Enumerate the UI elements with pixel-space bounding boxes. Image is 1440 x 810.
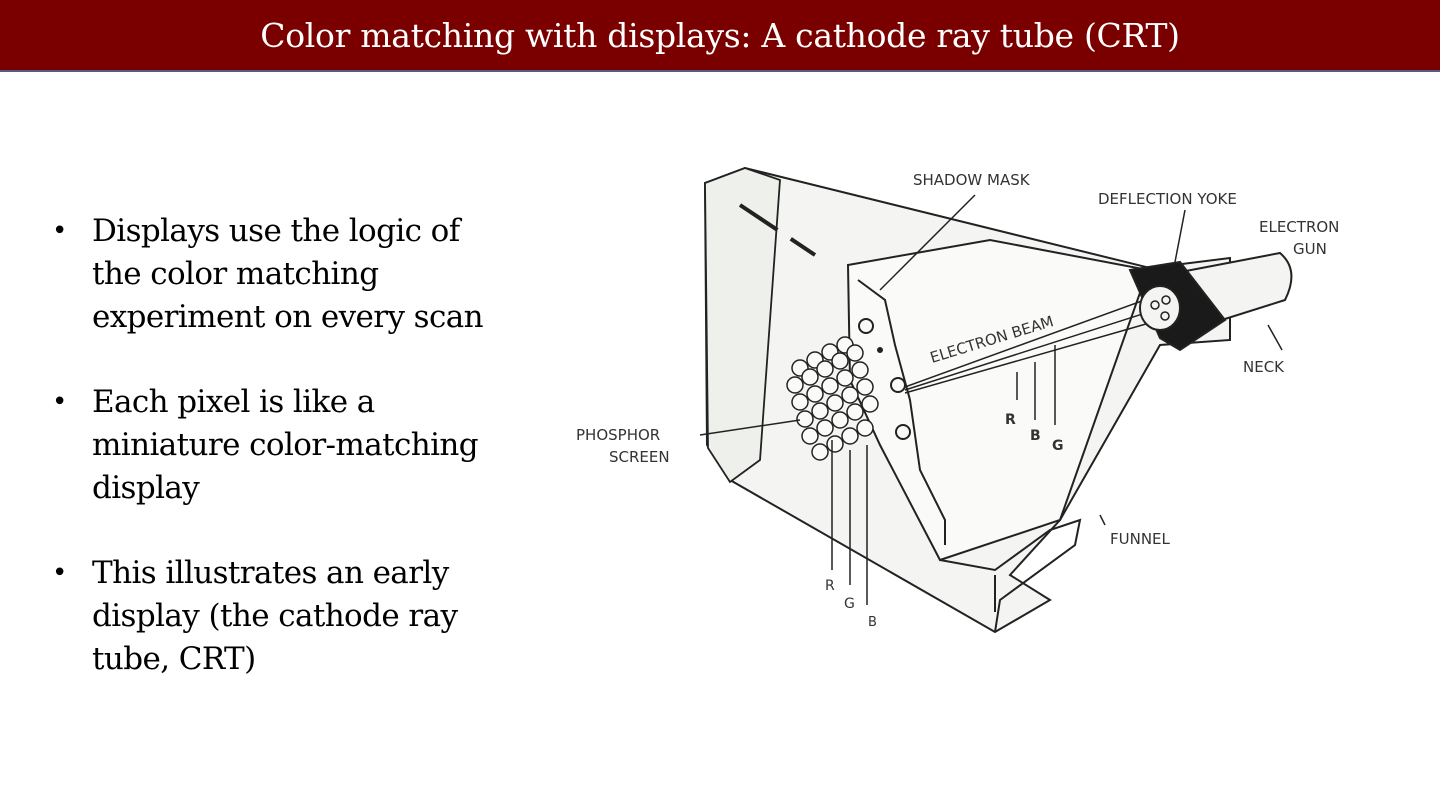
beam-r-label: R — [1005, 412, 1016, 428]
gun-aperture — [1161, 295, 1171, 305]
bullet-icon: • — [52, 558, 67, 588]
mask-hole — [890, 377, 906, 393]
bullet-item: • Each pixel is like a miniature color-m… — [50, 381, 490, 510]
bullet-list: • Displays use the logic of the color ma… — [50, 210, 490, 723]
bullet-icon: • — [52, 216, 67, 246]
electron-beams — [904, 297, 1161, 394]
title-bar: Color matching with displays: A cathode … — [0, 0, 1440, 72]
screen-r-label: R — [825, 578, 835, 594]
screen-b-label: B — [868, 615, 877, 630]
phosphor-screen-label: SCREEN — [609, 448, 670, 466]
leader-lines — [699, 194, 1283, 605]
mask-hole — [895, 424, 911, 440]
slide-title: Color matching with displays: A cathode … — [260, 16, 1180, 55]
reflection-line — [738, 203, 817, 257]
mask-hole — [858, 318, 874, 334]
phosphor-screen-label: PHOSPHOR — [576, 426, 660, 444]
deflection-yoke-label: DEFLECTION YOKE — [1098, 190, 1237, 208]
bottom-lip — [939, 518, 1082, 633]
screen-face — [704, 167, 781, 484]
gun-aperture — [1150, 300, 1160, 310]
electron-gun-label: ELECTRON — [1259, 218, 1339, 236]
mask-hole — [877, 347, 883, 353]
gun-aperture — [1160, 311, 1170, 321]
neck-label: NECK — [1243, 358, 1285, 376]
screen-g-label: G — [844, 596, 855, 612]
mask-edge — [857, 279, 946, 545]
shadow-mask-label: SHADOW MASK — [913, 171, 1031, 189]
beam-b-label: B — [1030, 428, 1041, 444]
phosphor-dots — [786, 336, 879, 461]
beam-g-label: G — [1052, 438, 1064, 454]
bullet-item: • Displays use the logic of the color ma… — [50, 210, 490, 339]
bullet-text: Each pixel is like a miniature color-mat… — [92, 384, 479, 506]
funnel-label: FUNNEL — [1110, 530, 1171, 548]
bullet-text: This illustrates an early display (the c… — [92, 555, 458, 677]
electron-gun-front — [1139, 285, 1181, 331]
bullet-item: • This illustrates an early display (the… — [50, 552, 490, 681]
electron-gun-label: GUN — [1293, 240, 1327, 258]
bullet-icon: • — [52, 387, 67, 417]
crt-diagram: SHADOW MASK DEFLECTION YOKE ELECTRON GUN… — [576, 166, 1339, 634]
bullet-text: Displays use the logic of the color matc… — [92, 213, 484, 335]
